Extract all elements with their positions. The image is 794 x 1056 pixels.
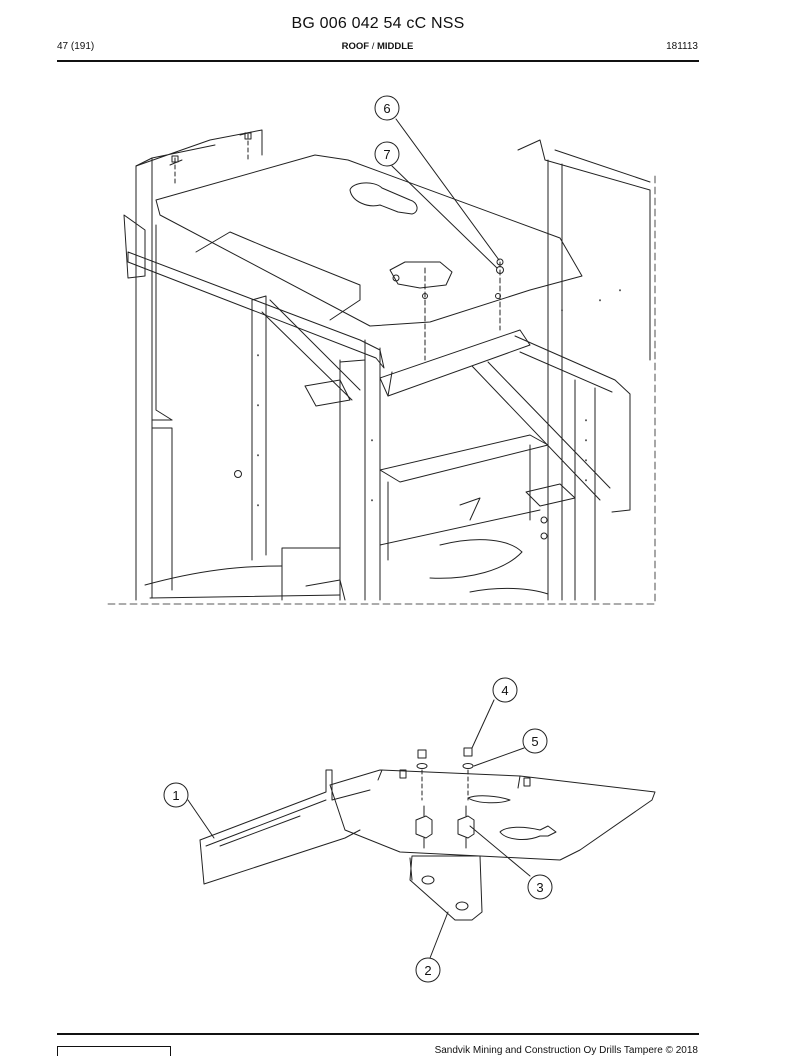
lower-leader-lines (187, 699, 531, 959)
callout-4: 4 (492, 677, 518, 703)
callout-3-label: 3 (536, 880, 543, 895)
callout-5-label: 5 (531, 734, 538, 749)
footer-copyright: Sandvik Mining and Construction Oy Drill… (434, 1045, 698, 1056)
upper-leader-lines (391, 118, 500, 269)
callout-1-label: 1 (172, 788, 179, 803)
cab-frame-assembly (107, 129, 656, 605)
section-main: ROOF (341, 41, 370, 52)
callout-5: 5 (522, 728, 548, 754)
page-reference: 47 (191) (57, 41, 95, 52)
callout-1: 1 (163, 782, 189, 808)
callout-2: 2 (415, 957, 441, 983)
header-row: 47 (191) ROOF / MIDDLE 181113 (57, 41, 698, 55)
sandvik-logo (57, 1046, 171, 1056)
footer-rule (57, 1033, 699, 1035)
callout-3: 3 (527, 874, 553, 900)
roof-plate-exploded (199, 747, 656, 921)
callout-7-label: 7 (383, 147, 390, 162)
document-code: BG 006 042 54 cC NSS (291, 15, 465, 32)
section-title: ROOF / MIDDLE (57, 41, 698, 52)
section-sub: MIDDLE (376, 41, 414, 52)
header-rule (57, 60, 699, 62)
callout-2-label: 2 (424, 963, 431, 978)
document-number: 181113 (666, 41, 698, 52)
section-separator: / (371, 41, 375, 52)
callout-7: 7 (374, 141, 400, 167)
callout-6-label: 6 (383, 101, 390, 116)
callout-6: 6 (374, 95, 400, 121)
callout-4-label: 4 (501, 683, 508, 698)
